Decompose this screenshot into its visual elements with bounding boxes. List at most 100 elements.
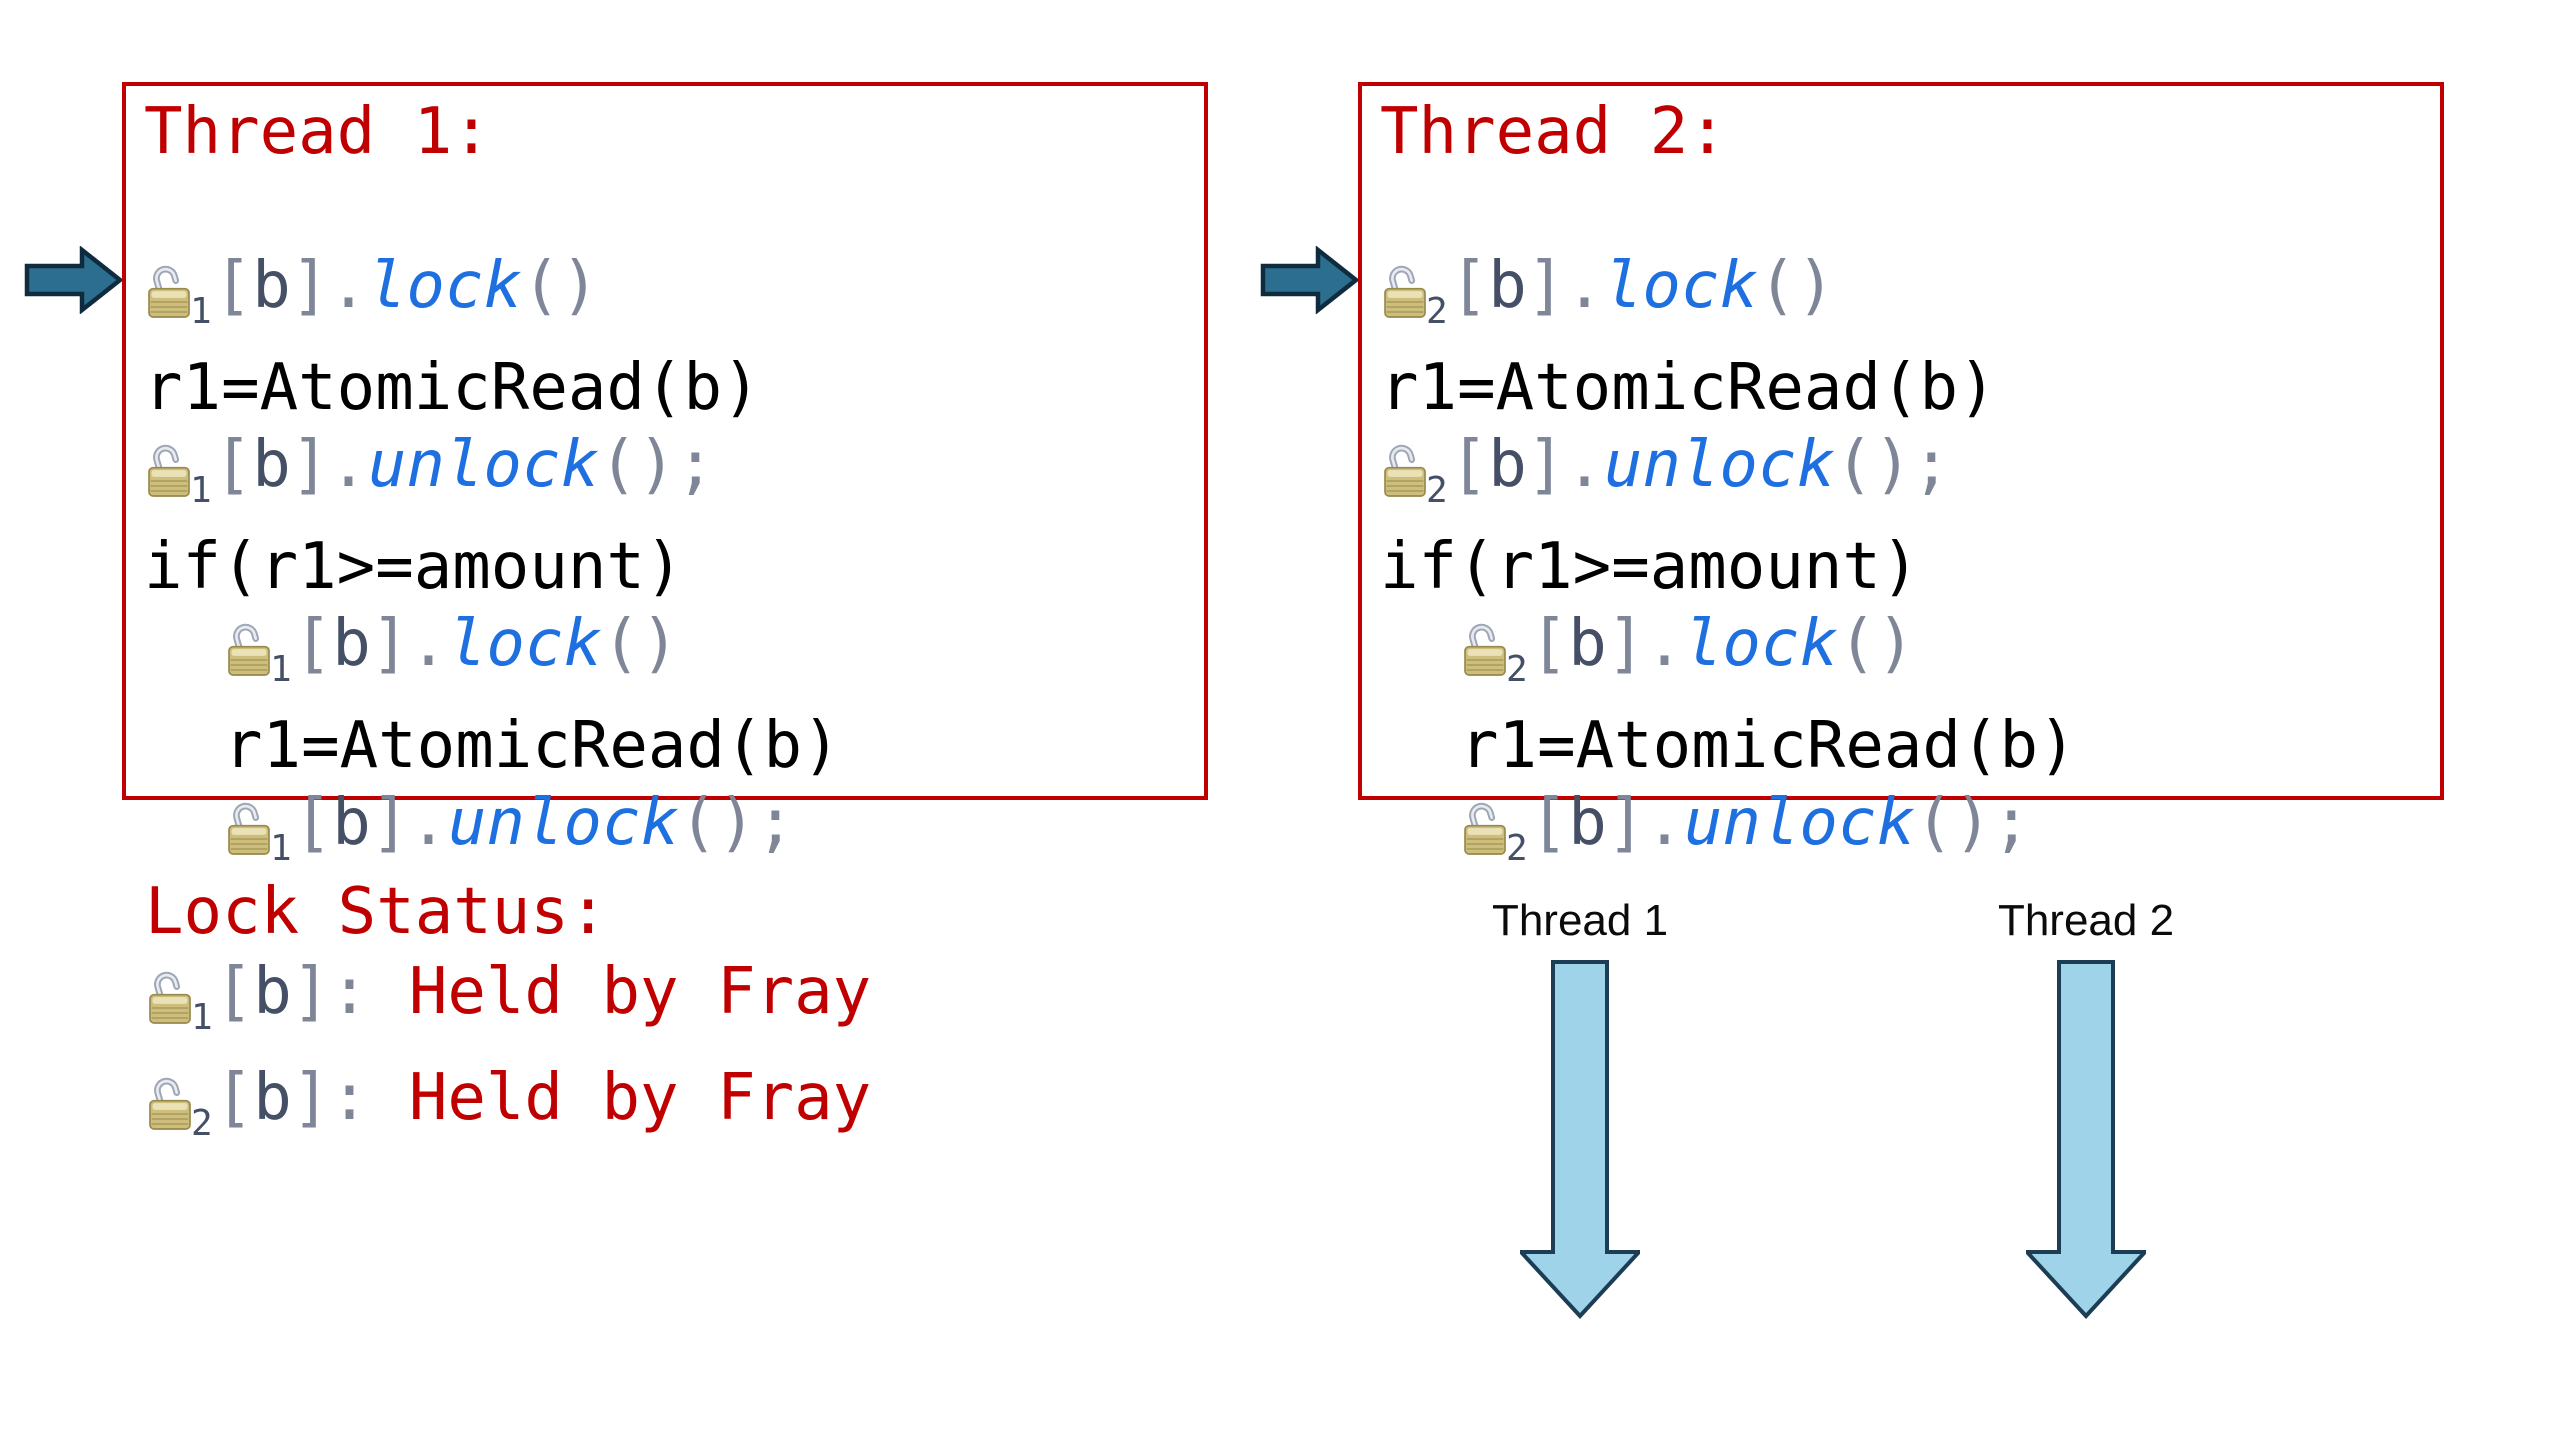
lock-subscript: 1 xyxy=(270,649,292,690)
lock-open-icon: 1 xyxy=(144,427,214,529)
thread2-line-4: if(r1>=amount) xyxy=(1380,529,2432,606)
pointer-arrow-thread2 xyxy=(1260,246,1360,314)
variable: b xyxy=(1568,607,1607,681)
thread2-code-box: Thread 2: 2[b].lock()r1=AtomicRead(b) 2[… xyxy=(1358,82,2444,869)
punct: ]. xyxy=(370,607,448,681)
thread2-line-1: 2[b].lock() xyxy=(1380,248,2432,350)
thread1-line-5: 1[b].lock() xyxy=(144,606,1196,708)
keyword: lock xyxy=(447,607,602,681)
variable: b xyxy=(1568,786,1607,860)
timeline-down-arrow-thread1 xyxy=(1520,960,1640,1319)
variable: b xyxy=(253,955,292,1029)
keyword: unlock xyxy=(1683,786,1915,860)
keyword: unlock xyxy=(1603,428,1835,502)
thread1-title: Thread 1: xyxy=(144,95,491,169)
punct: ]: xyxy=(291,1061,369,1135)
punct: ]: xyxy=(291,955,369,1029)
punct: ]. xyxy=(1606,786,1684,860)
lock-status-panel: Lock Status: 1[b]:Held by Fray 2[b]:Held… xyxy=(145,872,871,1164)
lock-open-icon: 2 xyxy=(145,1058,215,1164)
lock-open-icon xyxy=(1464,623,1506,676)
thread2-code: 2[b].lock()r1=AtomicRead(b) 2[b].unlock(… xyxy=(1380,248,2432,887)
variable: b xyxy=(332,607,371,681)
timeline-down-arrow-thread2 xyxy=(2026,960,2146,1319)
code-text: r1=AtomicRead(b) xyxy=(144,351,761,425)
punct: (); xyxy=(1915,786,2031,860)
thread1-line-4: if(r1>=amount) xyxy=(144,529,1196,606)
lock-open-icon xyxy=(228,802,270,855)
status-text: Held by Fray xyxy=(408,955,872,1029)
punct: ]. xyxy=(1526,428,1604,502)
lock-open-icon xyxy=(149,1077,191,1130)
keyword: lock xyxy=(1683,607,1838,681)
lock-open-icon xyxy=(149,971,191,1024)
code-text: if(r1>=amount) xyxy=(144,530,684,604)
lock-subscript: 2 xyxy=(1506,649,1528,690)
variable: b xyxy=(332,786,371,860)
punct: () xyxy=(521,249,599,323)
lock-open-icon xyxy=(228,623,270,676)
thread2-line-7: 2[b].unlock(); xyxy=(1380,785,2432,887)
variable: b xyxy=(252,249,291,323)
variable: b xyxy=(253,1061,292,1135)
punct: ]. xyxy=(1526,249,1604,323)
punct: [ xyxy=(293,786,333,860)
lock-open-icon: 1 xyxy=(144,248,214,350)
thread1-code: 1[b].lock()r1=AtomicRead(b) 1[b].unlock(… xyxy=(144,248,1196,887)
punct: [ xyxy=(293,607,333,681)
thread1-line-2: r1=AtomicRead(b) xyxy=(144,350,1196,427)
variable: b xyxy=(252,428,291,502)
lock-subscript: 2 xyxy=(1426,291,1448,332)
lock-status-line-2: 2[b]: Held by Fray xyxy=(145,1058,871,1164)
lock-open-icon: 1 xyxy=(145,952,215,1058)
punct: ]. xyxy=(290,249,368,323)
keyword: lock xyxy=(367,249,522,323)
thread1-line-1: 1[b].lock() xyxy=(144,248,1196,350)
punct: [ xyxy=(1449,249,1489,323)
lock-subscript: 1 xyxy=(190,470,212,511)
code-text: r1=AtomicRead(b) xyxy=(224,709,841,783)
variable: b xyxy=(1488,428,1527,502)
lock-open-icon: 2 xyxy=(1460,606,1530,708)
code-text: if(r1>=amount) xyxy=(1380,530,1920,604)
punct: () xyxy=(1757,249,1835,323)
thread2-line-2: r1=AtomicRead(b) xyxy=(1380,350,2432,427)
lock-open-icon xyxy=(1464,802,1506,855)
code-text: r1=AtomicRead(b) xyxy=(1460,709,2077,783)
lock-open-icon: 1 xyxy=(224,785,294,887)
thread2-line-3: 2[b].unlock(); xyxy=(1380,427,2432,529)
punct: ]. xyxy=(370,786,448,860)
code-text: r1=AtomicRead(b) xyxy=(1380,351,1997,425)
variable: b xyxy=(1488,249,1527,323)
thread2-line-6: r1=AtomicRead(b) xyxy=(1380,708,2432,785)
pointer-arrow-thread1 xyxy=(24,246,124,314)
punct: [ xyxy=(214,1061,254,1135)
lock-open-icon: 2 xyxy=(1380,248,1450,350)
thread1-line-6: r1=AtomicRead(b) xyxy=(144,708,1196,785)
punct: (); xyxy=(599,428,715,502)
lock-subscript: 2 xyxy=(191,1103,213,1144)
lock-open-icon: 2 xyxy=(1380,427,1450,529)
thread1-line-3: 1[b].unlock(); xyxy=(144,427,1196,529)
lock-open-icon: 2 xyxy=(1460,785,1530,887)
thread2-title: Thread 2: xyxy=(1380,95,1727,169)
punct: [ xyxy=(1529,786,1569,860)
punct: () xyxy=(1837,607,1915,681)
punct: ]. xyxy=(1606,607,1684,681)
lock-subscript: 1 xyxy=(191,997,213,1038)
status-text: Held by Fray xyxy=(408,1061,872,1135)
lock-status-title: Lock Status: xyxy=(145,875,608,949)
lock-status-line-1: 1[b]:Held by Fray xyxy=(145,952,871,1058)
punct: (); xyxy=(1835,428,1951,502)
lock-open-icon xyxy=(1384,265,1426,318)
punct: [ xyxy=(213,428,253,502)
lock-open-icon xyxy=(1384,444,1426,497)
thread2-line-5: 2[b].lock() xyxy=(1380,606,2432,708)
punct: [ xyxy=(1529,607,1569,681)
punct: (); xyxy=(679,786,795,860)
lock-subscript: 2 xyxy=(1426,470,1448,511)
lock-subscript: 2 xyxy=(1506,828,1528,869)
lock-open-icon xyxy=(148,265,190,318)
punct: [ xyxy=(213,249,253,323)
